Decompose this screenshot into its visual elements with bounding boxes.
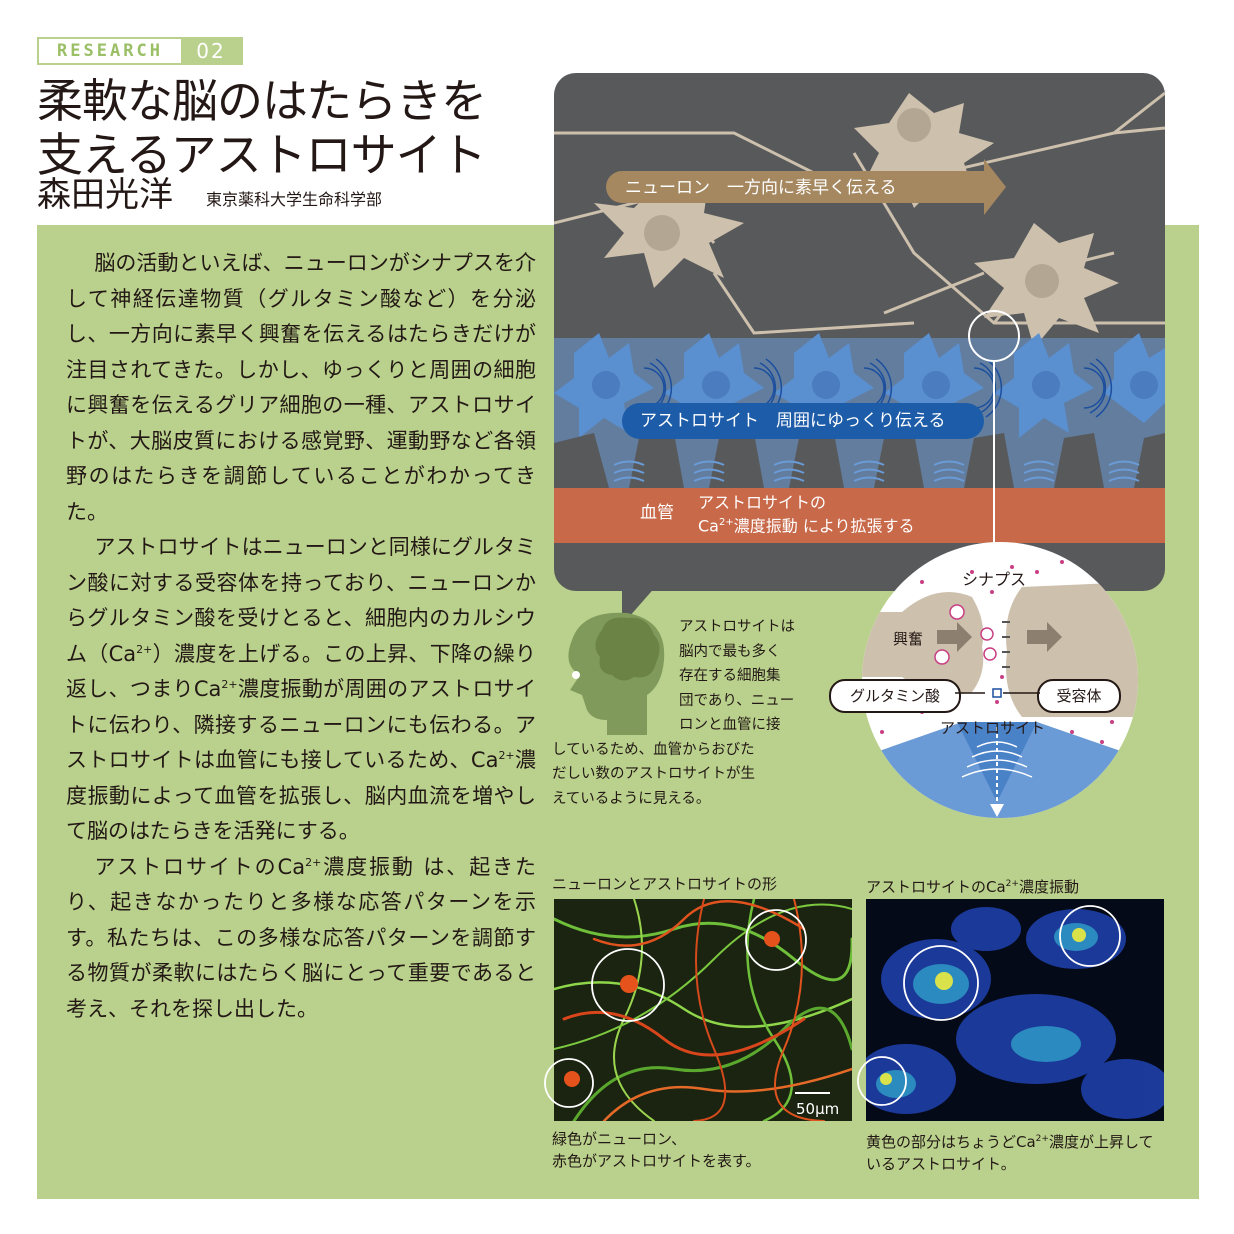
- micrograph-left-caption: 緑色がニューロン、 赤色がアストロサイトを表す。: [552, 1128, 852, 1172]
- p2-part-c: 濃度振動が周囲のアストロサイトに伝わり、隣接するニューロンにも伝わる。アストロサ…: [66, 677, 536, 772]
- p2-part-b: ）濃度を上げる。この上昇、下降の繰り返し、つまりCa: [66, 641, 536, 702]
- mg1-caption-line-2: 赤色がアストロサイトを表す。: [552, 1152, 761, 1170]
- astrocyte-zoom-label: アストロサイト: [940, 719, 1046, 737]
- red-fibers: [562, 899, 852, 1121]
- p2-part-d: 濃度振動によって血管を拡張し、脳内血流を増やして脳のはたらきを活発にする。: [66, 748, 536, 843]
- vessel-note-rest: 濃度振動 により拡張する: [733, 516, 915, 536]
- mg2-title-b: 濃度振動: [1018, 878, 1079, 896]
- propagation-arrow: [1027, 622, 1062, 652]
- ca-superscript: 2+: [498, 749, 515, 762]
- mg2-caption-sup: 2+: [1035, 1134, 1049, 1144]
- title-line-2: 支えるアストロサイト: [37, 128, 487, 182]
- label-connector: [955, 692, 1040, 694]
- neuron-nucleus-1: [897, 108, 931, 142]
- micrograph-right-title: アストロサイトのCa2+濃度振動: [866, 874, 1079, 897]
- excitation-arrow: [937, 622, 972, 652]
- badge-word: RESEARCH: [39, 39, 181, 63]
- vessel-note-ca: Ca: [698, 516, 719, 536]
- mg1-caption-line-1: 緑色がニューロン、: [552, 1130, 687, 1148]
- mg2-title-sup: 2+: [1005, 879, 1019, 889]
- caption-line: アストロサイトは: [679, 619, 795, 635]
- caption-line: 存在する細胞集: [679, 668, 781, 684]
- excitation-label: 興奮: [893, 630, 924, 648]
- neuron-nucleus-3: [1025, 264, 1059, 298]
- head-caption: アストロサイトは 脳内で最も多く 存在する細胞集 団であり、ニュー ロンと血管に…: [552, 615, 820, 811]
- p2-part-a: アストロサイトはニューロンと同様にグルタミン酸に対する受容体を持っており、ニュー…: [66, 535, 536, 666]
- author-name: 森田光洋: [37, 175, 173, 215]
- p3-part-b: 濃度振動 は、起きたり、起きなかったりと多様な応答パターンを示す。私たちは、この…: [66, 854, 536, 1021]
- vessel-note-line-1: アストロサイトの: [698, 493, 827, 512]
- receptor-label: 受容体: [1037, 679, 1121, 713]
- astrocyte-pill: [622, 403, 984, 439]
- micrograph-left-title: ニューロンとアストロサイトの形: [552, 875, 778, 893]
- brain-icon: [595, 617, 660, 681]
- vessel-note: アストロサイトの Ca2+濃度振動 により拡張する: [698, 493, 915, 536]
- ca-superscript: 2+: [305, 855, 322, 869]
- p3-part-a: アストロサイトのCa: [94, 854, 306, 879]
- highlight-circles: [591, 909, 807, 1022]
- endfeet-waves: [613, 460, 1140, 482]
- brain-cell-diagram: [554, 73, 1165, 591]
- mg2-title-a: アストロサイトのCa: [866, 878, 1006, 896]
- yellow-hotspots: [880, 928, 1086, 1085]
- head-illustration: [568, 585, 665, 735]
- caption-line: 脳内で最も多く: [679, 643, 781, 660]
- astro-receptor-marker: [992, 688, 1002, 698]
- neuron-arrow: [606, 159, 1006, 215]
- ca-superscript: 2+: [136, 642, 153, 656]
- mg2-caption-b: 濃度が上昇しているアストロサイト。: [866, 1133, 1154, 1173]
- micrograph-right-caption: 黄色の部分はちょうどCa2+濃度が上昇しているアストロサイト。: [866, 1128, 1166, 1175]
- astrocyte-nuclei: [592, 371, 1158, 399]
- caption-line: ロンと血管に接: [679, 717, 781, 733]
- astrocyte-endfeet: [554, 433, 1165, 488]
- badge-number: 02: [196, 39, 226, 63]
- vessel-note-sup: 2+: [718, 517, 734, 528]
- title-line-1: 柔軟な脳のはたらきを: [37, 74, 487, 128]
- paragraph-1: 脳の活動といえば、ニューロンがシナプスを介して神経伝達物質（グルタミン酸など）を…: [66, 251, 536, 524]
- highlight-circles: [903, 905, 1121, 1021]
- glutamate-dots: [880, 560, 1114, 744]
- neuron-label: ニューロン 一方向に素早く伝える: [625, 178, 897, 198]
- mg2-caption-a: 黄色の部分はちょうどCa: [866, 1133, 1036, 1151]
- caption-line: だしい数のアストロサイトが生: [552, 766, 755, 782]
- neuron-astrocyte-micrograph: [554, 899, 852, 1121]
- caption-line: えているように見える。: [552, 790, 711, 807]
- scale-label: 50μm: [796, 1100, 840, 1118]
- micrograph-left-image: [554, 899, 852, 1121]
- author-affiliation: 東京薬科大学生命科学部: [206, 190, 383, 209]
- blood-vessel-band: [554, 488, 1165, 543]
- astrocyte-label: アストロサイト 周囲にゆっくり伝える: [640, 411, 946, 431]
- offset-circle-left: [544, 1058, 594, 1108]
- paragraph-2: アストロサイトはニューロンと同様にグルタミン酸に対する受容体を持っており、ニュー…: [66, 530, 536, 850]
- eye-icon: [572, 671, 580, 679]
- red-astrocytes: [564, 931, 780, 1087]
- section-badge: RESEARCH 02: [37, 37, 243, 65]
- receptor-marks: [1002, 621, 1010, 668]
- caption-line: 団であり、ニュー: [679, 692, 795, 709]
- offset-circle-right: [857, 1056, 907, 1106]
- synapse-illustration: [862, 560, 1138, 818]
- diagram-illustration: [554, 91, 1165, 543]
- micrograph-right-image: [866, 905, 1164, 1119]
- calcium-oscillation-micrograph: [866, 899, 1164, 1121]
- astro-arrowhead: [990, 804, 1004, 817]
- paragraph-3: アストロサイトのCa2+濃度振動 は、起きたり、起きなかったりと多様な応答パター…: [66, 850, 536, 1028]
- article-title: 柔軟な脳のはたらきを 支えるアストロサイト: [37, 74, 557, 182]
- vessel-label: 血管: [640, 503, 674, 523]
- synapse-label: シナプス: [962, 570, 1027, 589]
- glutamate-label: グルタミン酸: [829, 679, 961, 713]
- ca-superscript: 2+: [221, 678, 238, 691]
- green-fibers: [554, 899, 852, 1121]
- neuron-nucleus-2: [644, 215, 680, 251]
- article-body: 脳の活動といえば、ニューロンがシナプスを介して神経伝達物質（グルタミン酸など）を…: [66, 246, 536, 1027]
- caption-line: しているため、血管からおびた: [552, 741, 755, 758]
- neuron-cells: [594, 93, 1119, 348]
